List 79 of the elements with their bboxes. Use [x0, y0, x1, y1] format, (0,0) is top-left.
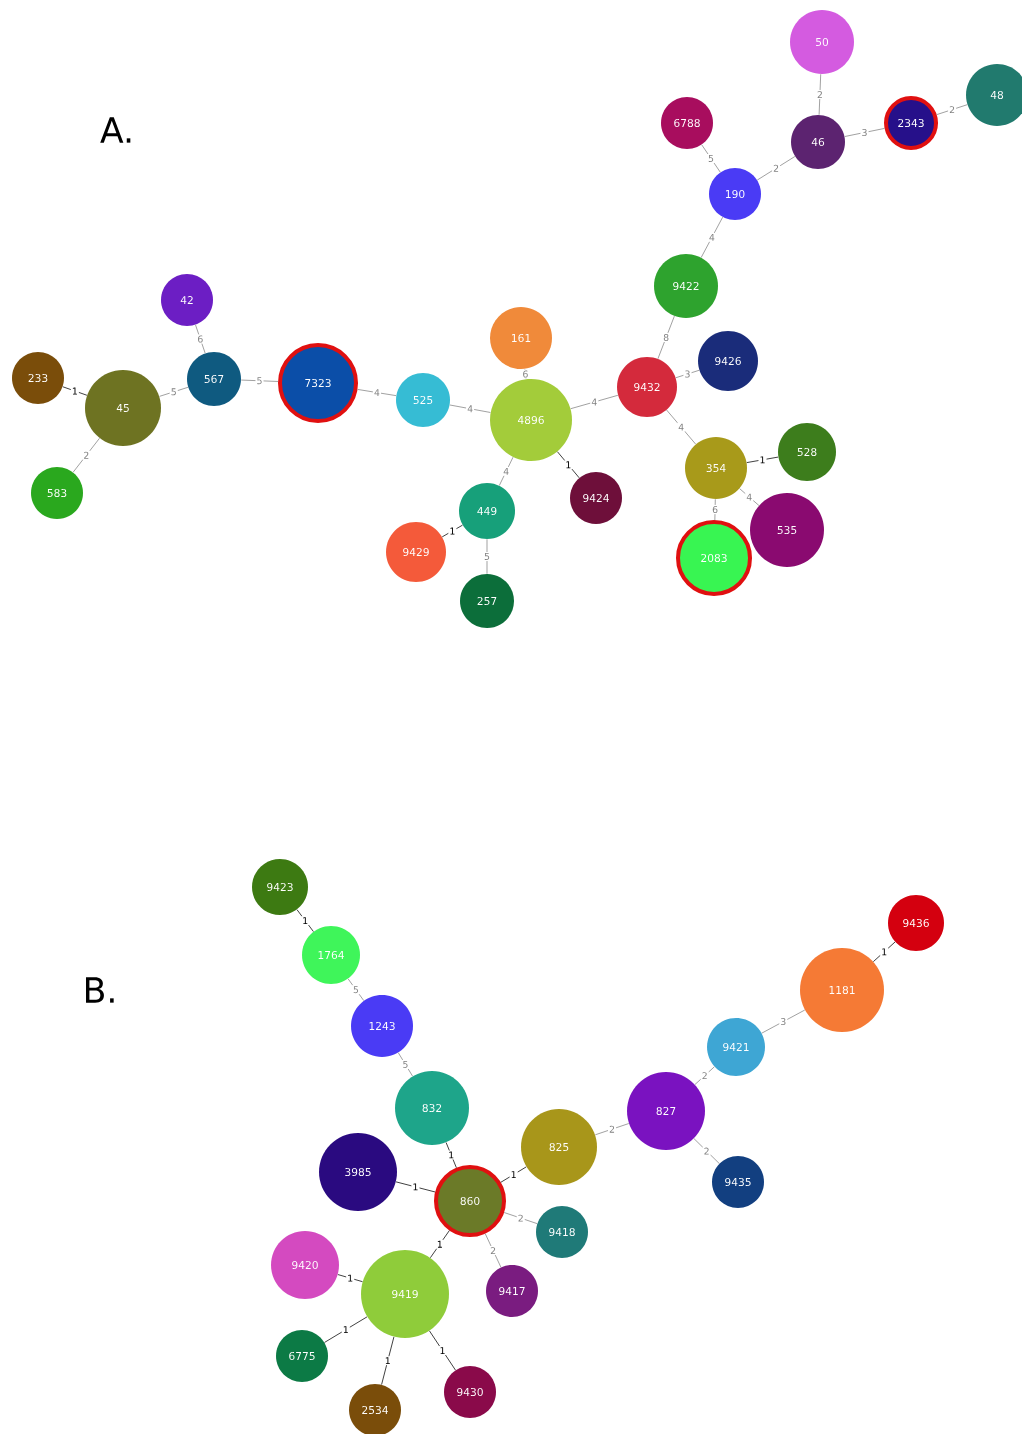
edge-label: 2	[815, 89, 824, 100]
edge-label: 3	[860, 127, 869, 138]
connector-line	[498, 456, 514, 487]
connector-line	[818, 73, 822, 116]
edge-label: 4	[745, 492, 754, 502]
edge-label: 3	[779, 1017, 788, 1027]
connector-line	[429, 1230, 450, 1259]
edge-label: 1	[448, 526, 457, 536]
connector-line	[429, 1330, 456, 1371]
panel-letter: A.	[100, 117, 131, 143]
edge-label: 1	[509, 1170, 518, 1179]
edge-label: 1	[301, 916, 310, 926]
connector-line	[397, 1052, 414, 1077]
connector-line	[694, 1066, 715, 1085]
connector-line	[756, 156, 796, 181]
connector-line	[296, 909, 314, 933]
connector-line	[693, 1138, 720, 1165]
edge-label: 4	[372, 388, 381, 397]
connector-line	[347, 978, 365, 1002]
edge-label: 2	[608, 1124, 617, 1134]
edge-label: 1	[880, 947, 889, 957]
edge-label: 5	[401, 1059, 410, 1069]
connector-line	[746, 456, 779, 464]
edge-label: 5	[482, 552, 492, 562]
connector-line	[594, 1123, 630, 1136]
edge-label: 5	[351, 985, 360, 995]
connector-line	[500, 1166, 527, 1183]
edge-label: 4	[677, 422, 686, 432]
edge-label: 1	[438, 1346, 447, 1355]
connector-line	[324, 1316, 368, 1343]
connector-line	[486, 538, 488, 575]
edge-label: 2	[772, 163, 781, 173]
connector-line	[240, 379, 279, 382]
edge-label: 1	[758, 455, 767, 465]
connector-line	[700, 216, 724, 258]
connector-line	[381, 1336, 395, 1386]
connector-line	[844, 127, 886, 137]
connector-line	[872, 941, 896, 963]
edge-label: 3	[683, 369, 692, 379]
edge-label: 6	[711, 504, 720, 515]
edge-label: 4	[466, 404, 475, 414]
edge-label: 6	[521, 369, 530, 379]
edge-label: 2	[516, 1213, 525, 1223]
edge-label: 1	[346, 1273, 355, 1283]
connector-line	[445, 1142, 457, 1169]
edge-label: 2	[489, 1246, 498, 1256]
edge-label: 1	[435, 1239, 444, 1249]
connector-line	[739, 488, 760, 506]
connector-line	[357, 388, 397, 397]
connector-line	[503, 1212, 538, 1225]
edge-label: 5	[169, 387, 178, 397]
edge-label: 5	[255, 376, 264, 386]
edge-label: 1	[341, 1325, 350, 1335]
edge-label: 1	[564, 460, 573, 470]
connector-line	[159, 386, 189, 397]
edge-label: 1	[447, 1150, 456, 1160]
edge-label: 2	[702, 1146, 711, 1156]
edge-label: 4	[590, 397, 599, 407]
connector-line	[761, 1009, 806, 1034]
connector-line	[449, 404, 491, 413]
edge-label: 4	[502, 466, 511, 476]
edge-label: 6	[196, 334, 205, 344]
connector-line	[337, 1274, 363, 1283]
edge-label: 1	[70, 386, 79, 396]
edge-label: 1	[383, 1356, 392, 1366]
connector-line	[675, 369, 700, 379]
connector-line	[936, 104, 968, 116]
connector-line	[62, 386, 88, 396]
edge-label: 2	[948, 105, 957, 115]
edge-label: 2	[700, 1071, 709, 1081]
edge-label: 8	[662, 332, 671, 343]
connector-line	[657, 315, 675, 360]
connector-line	[395, 1181, 436, 1193]
edge-label: 2	[82, 450, 91, 460]
panel-letter: B.	[86, 977, 114, 1003]
edge-label: 4	[707, 232, 716, 242]
edge-label: 5	[706, 154, 716, 164]
connector-line	[484, 1233, 502, 1268]
edge-label: 1	[411, 1182, 420, 1192]
